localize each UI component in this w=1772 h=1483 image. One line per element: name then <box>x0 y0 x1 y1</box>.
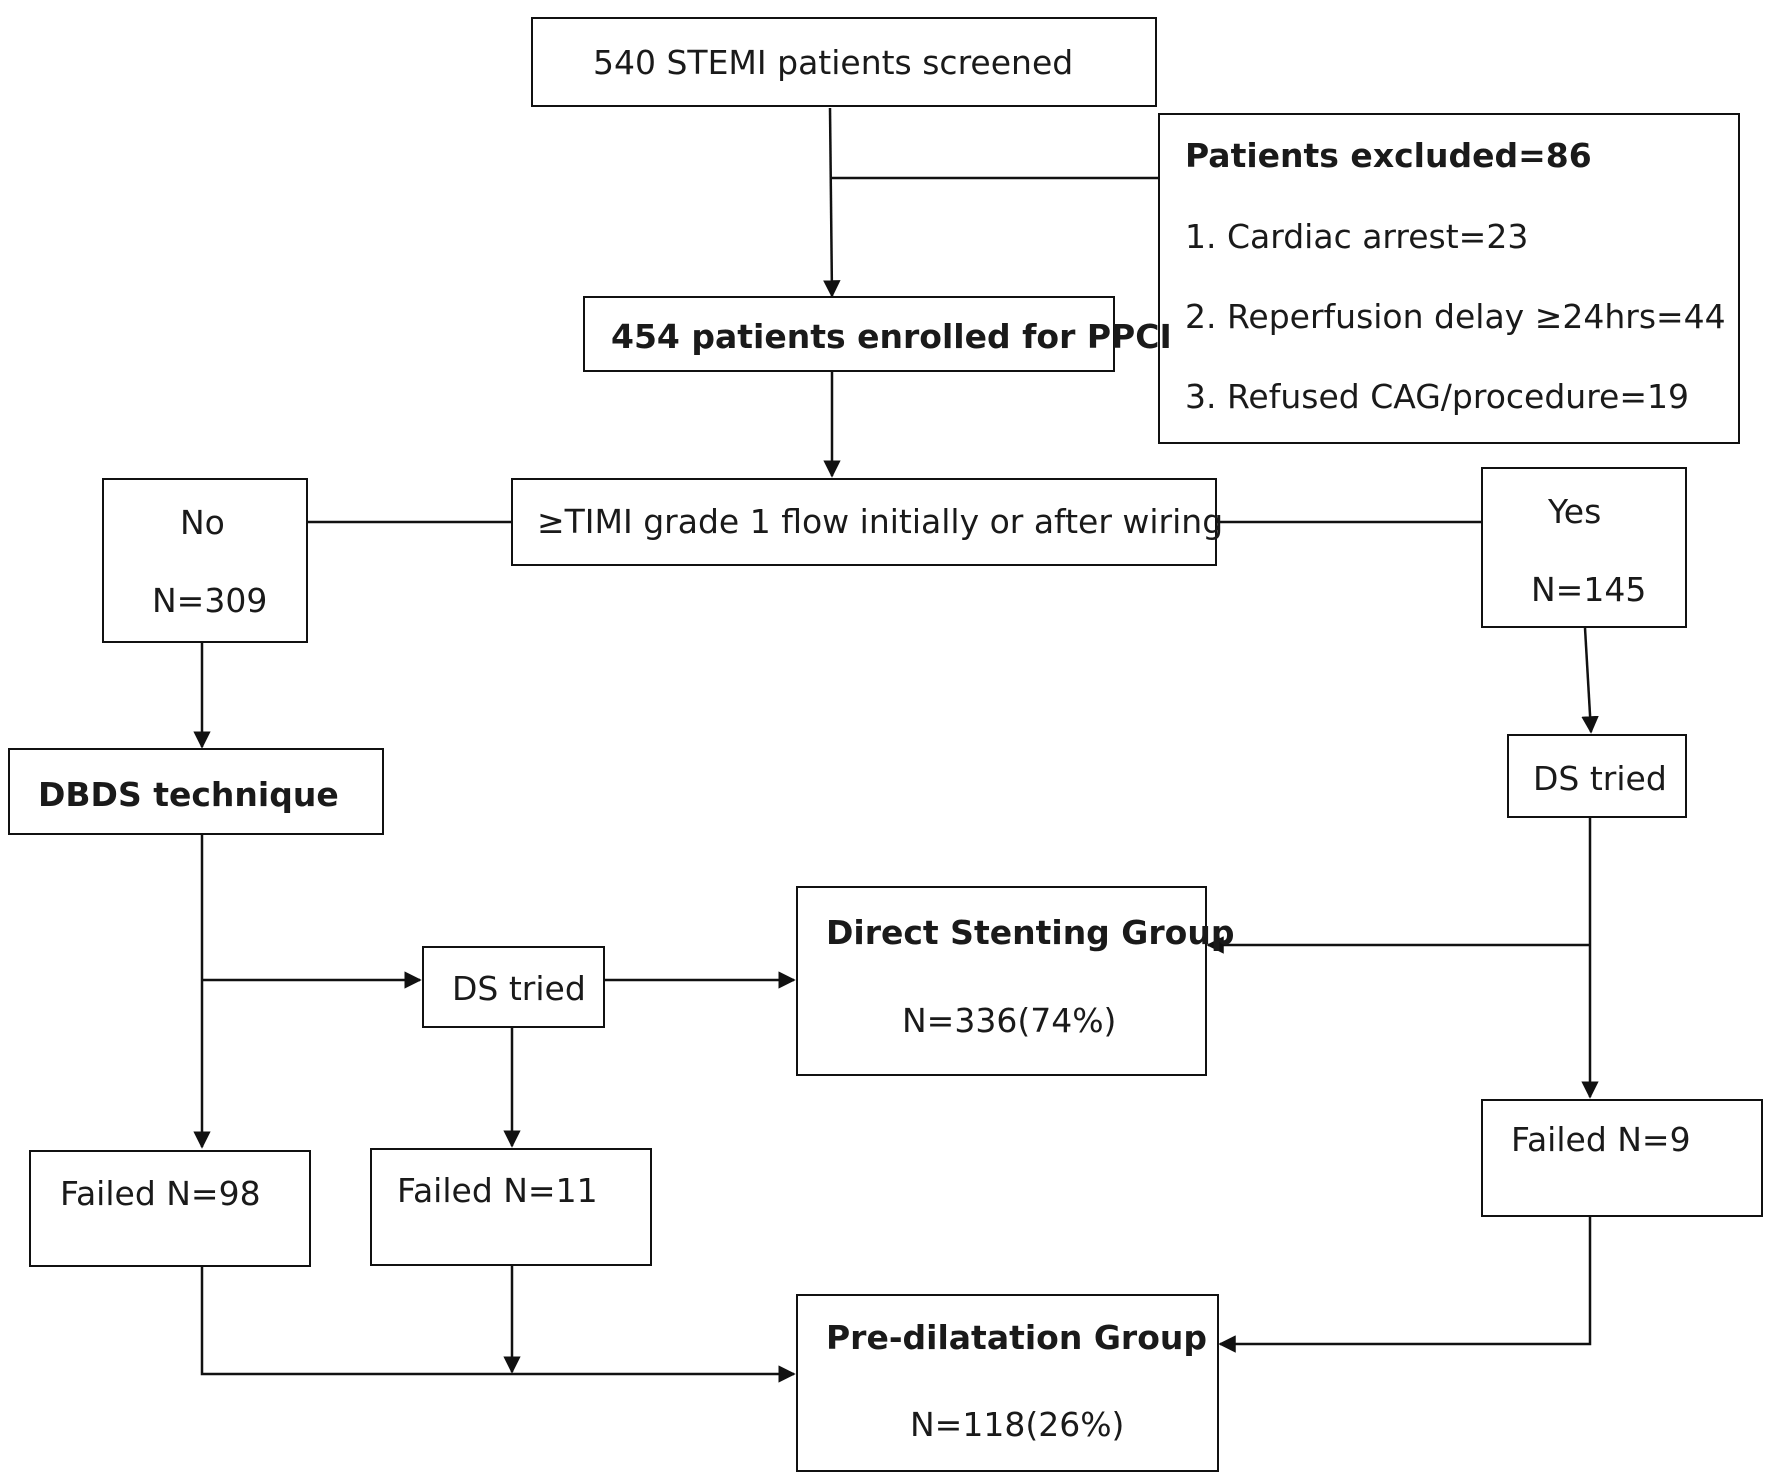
excluded-box: Patients excluded=86 1. Cardiac arrest=2… <box>1158 113 1740 444</box>
arrow-yes-to-ds-right <box>1581 627 1599 734</box>
ds-tried-left-box: DS tried <box>422 946 605 1028</box>
direct-stenting-count: N=336(74%) <box>902 1001 1117 1040</box>
ds-tried-right-text: DS tried <box>1533 759 1667 798</box>
arrow-failed9-to-predil <box>1218 1217 1592 1353</box>
enrolled-box: 454 patients enrolled for PPCI <box>583 296 1172 372</box>
enrolled-text: 454 patients enrolled for PPCI <box>611 317 1172 356</box>
arrow-failed98-to-predil <box>200 1267 796 1383</box>
screened-text: 540 STEMI patients screened <box>593 43 1074 82</box>
excluded-item: 1. Cardiac arrest=23 <box>1185 217 1529 256</box>
arrow-screened-to-enrolled <box>823 107 841 298</box>
dbds-box: DBDS technique <box>8 748 384 835</box>
yes-label: Yes <box>1548 492 1602 531</box>
pre-dilatation-title: Pre-dilatation Group <box>826 1318 1207 1357</box>
failed-11-text: Failed N=11 <box>397 1171 598 1210</box>
yes-box: Yes N=145 <box>1481 467 1687 628</box>
no-label: No <box>180 503 225 542</box>
failed-98-box: Failed N=98 <box>29 1150 311 1267</box>
timi-text: ≥TIMI grade 1 flow initially or after wi… <box>537 502 1224 541</box>
dbds-text: DBDS technique <box>38 775 339 814</box>
excluded-item: 3. Refused CAG/procedure=19 <box>1185 377 1689 416</box>
timi-box: ≥TIMI grade 1 flow initially or after wi… <box>511 478 1223 566</box>
pre-dilatation-count: N=118(26%) <box>910 1405 1125 1444</box>
failed-98-text: Failed N=98 <box>60 1174 261 1213</box>
ds-tried-left-text: DS tried <box>452 969 586 1008</box>
excluded-item: 2. Reperfusion delay ≥24hrs=44 <box>1185 297 1726 336</box>
ds-tried-right-box: DS tried <box>1507 734 1687 818</box>
yes-count: N=145 <box>1531 570 1647 609</box>
failed-9-text: Failed N=9 <box>1511 1120 1691 1159</box>
direct-stenting-title: Direct Stenting Group <box>826 913 1235 952</box>
no-box: No N=309 <box>102 478 308 643</box>
no-count: N=309 <box>152 581 268 620</box>
direct-stenting-group-box: Direct Stenting Group N=336(74%) <box>796 886 1234 1076</box>
pre-dilatation-group-box: Pre-dilatation Group N=118(26%) <box>796 1294 1219 1472</box>
excluded-title: Patients excluded=86 <box>1185 136 1592 175</box>
screened-box: 540 STEMI patients screened <box>531 17 1157 107</box>
failed-9-box: Failed N=9 <box>1481 1099 1763 1217</box>
failed-11-box: Failed N=11 <box>370 1148 652 1266</box>
